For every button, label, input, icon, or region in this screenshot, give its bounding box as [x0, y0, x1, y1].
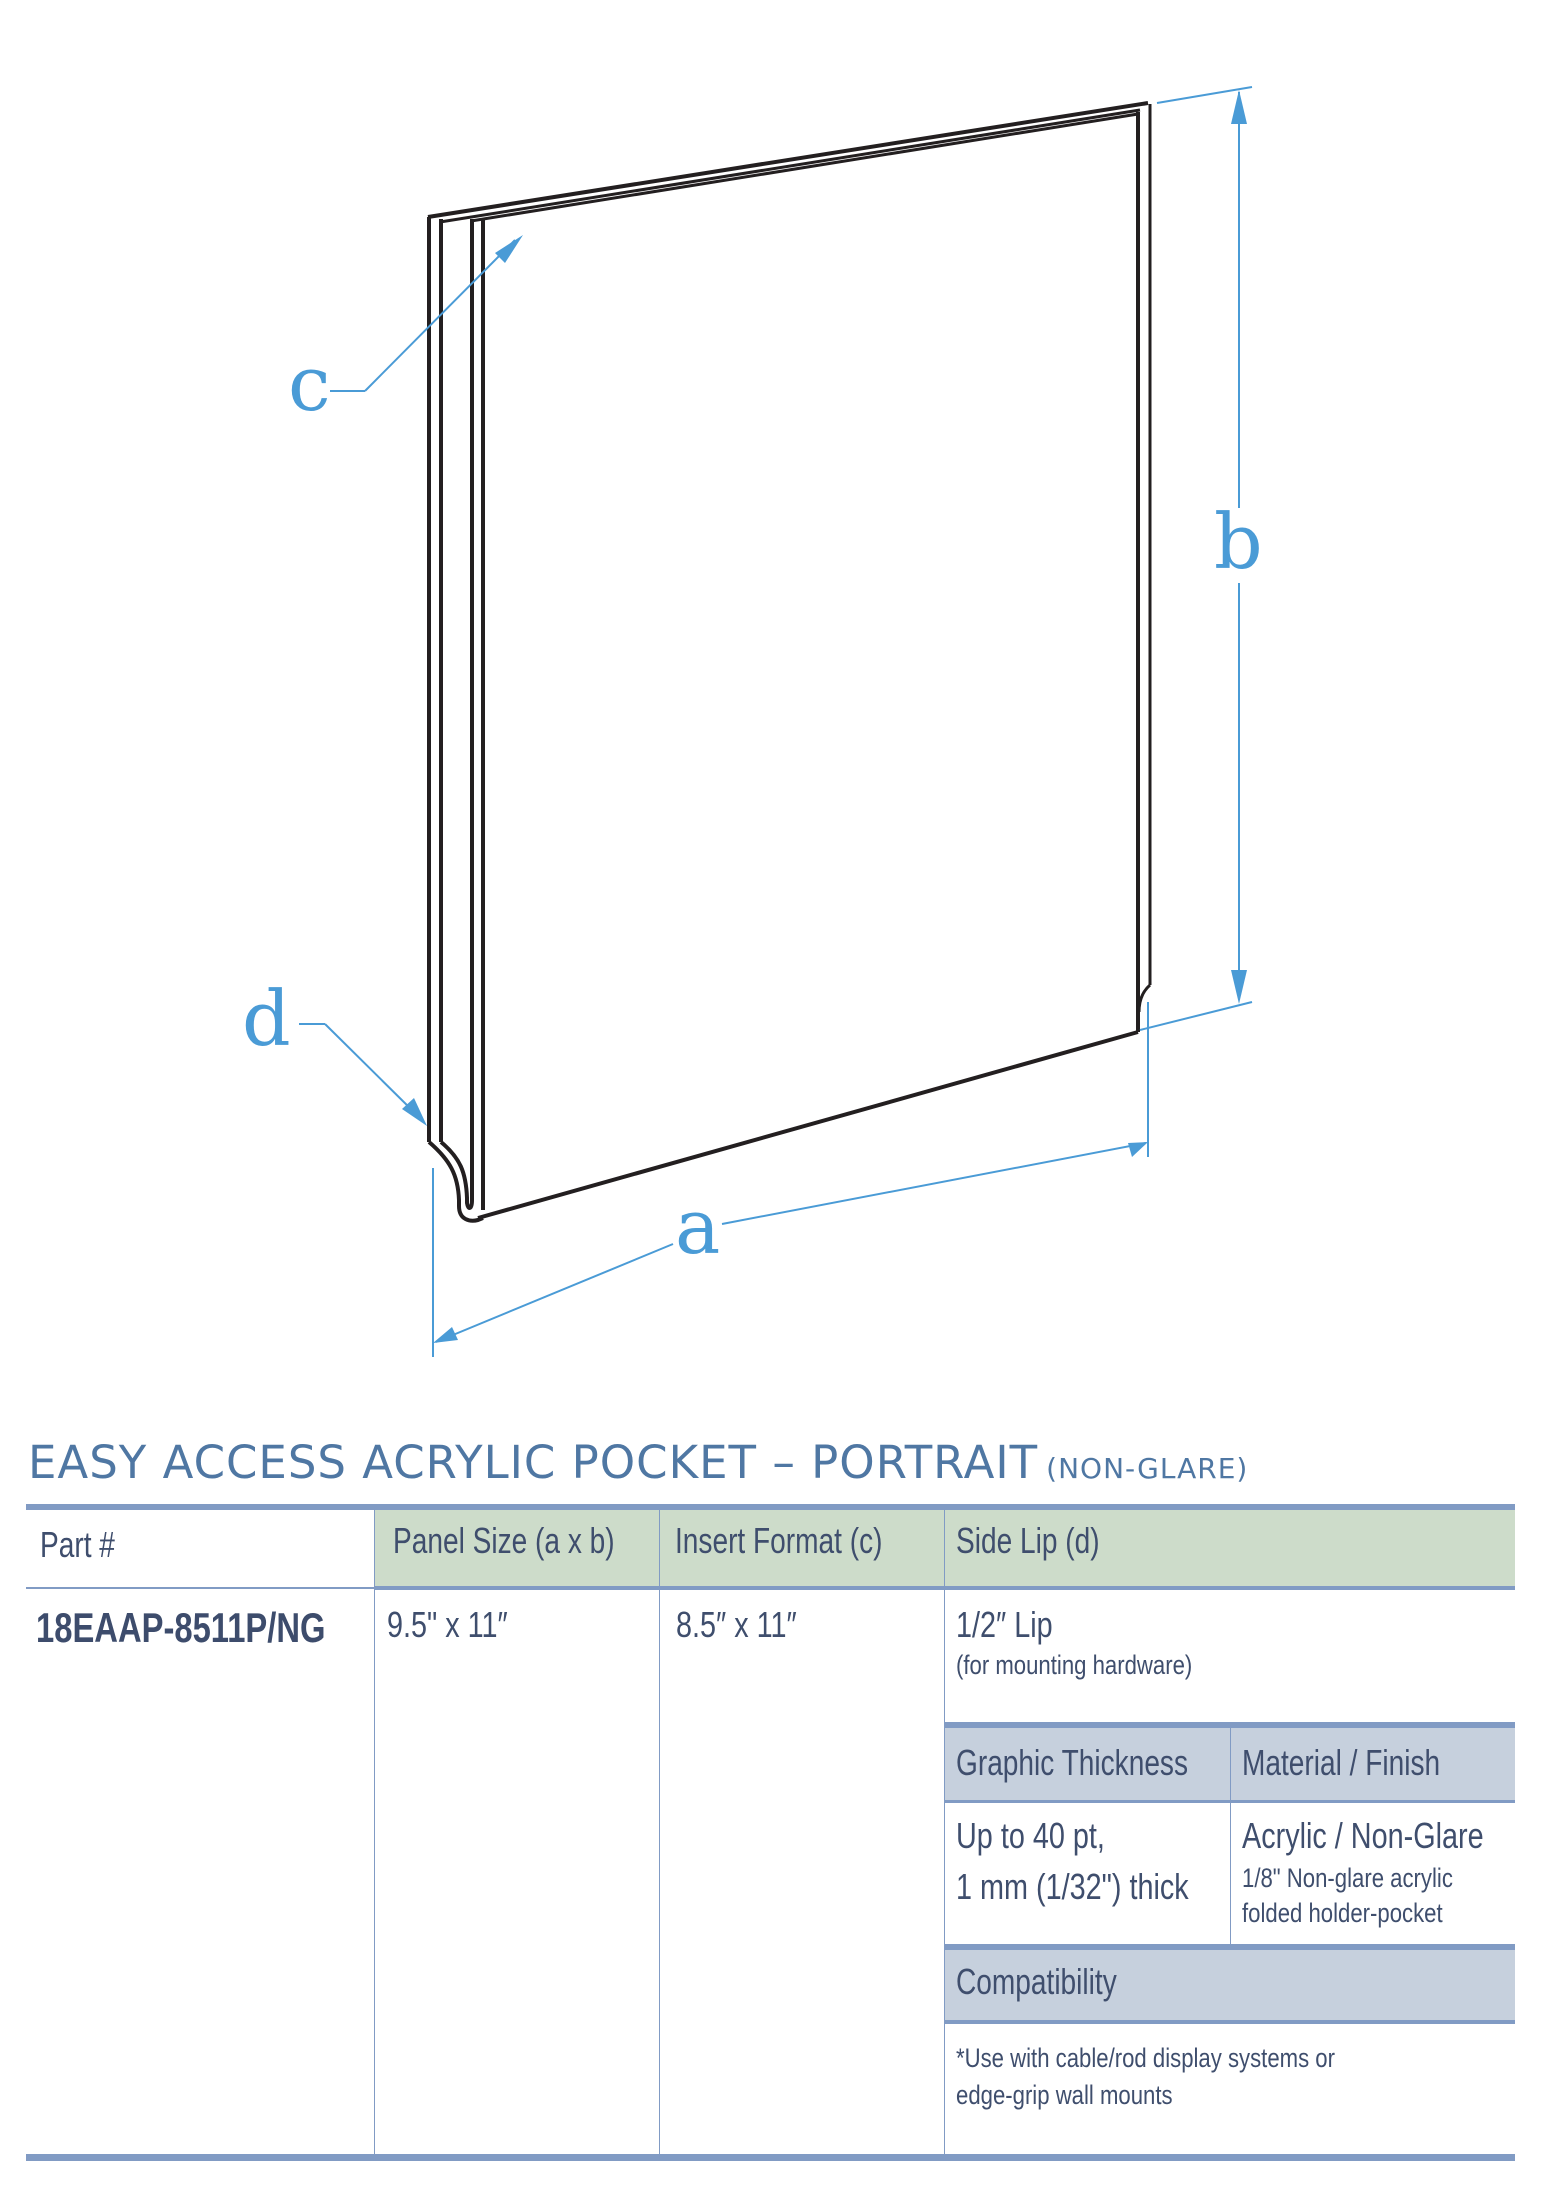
compatibility-header-band — [945, 1949, 1515, 2021]
compatibility-top-rule — [945, 1944, 1515, 1950]
header-compatibility: Compatibility — [956, 1961, 1117, 2002]
material-finish-value: Acrylic / Non-Glare — [1242, 1815, 1484, 1856]
product-title-main: EASY ACCESS ACRYLIC POCKET – PORTRAIT — [28, 1436, 1039, 1489]
dimension-label-d: d — [242, 974, 291, 1063]
part-number-value: 18EAAP-8511P/NG — [36, 1604, 326, 1651]
insert-format-value: 8.5″ x 11″ — [676, 1604, 797, 1645]
header-side-lip: Side Lip (d) — [956, 1520, 1100, 1561]
header-panel-size: Panel Size (a x b) — [393, 1520, 615, 1561]
acrylic-pocket-outline — [427, 101, 1152, 1223]
side-lip-note: (for mounting hardware) — [956, 1650, 1193, 1680]
dimension-lines — [299, 86, 1253, 1357]
product-diagram: a b c d — [242, 86, 1263, 1357]
dimension-label-c: c — [288, 339, 331, 428]
subtable-top-rule — [945, 1722, 1515, 1728]
subtable-divider — [1230, 1727, 1231, 1944]
material-note-line2: folded holder-pocket — [1242, 1898, 1443, 1928]
product-title-subtitle: (NON-GLARE) — [1046, 1452, 1249, 1485]
header-insert-format: Insert Format (c) — [675, 1520, 883, 1561]
product-title: EASY ACCESS ACRYLIC POCKET – PORTRAIT(NO… — [28, 1436, 1248, 1489]
panel-size-value: 9.5" x 11″ — [387, 1604, 508, 1645]
part-header-underline — [26, 1587, 374, 1589]
column-divider-1 — [374, 1509, 375, 2154]
table-bottom-rule — [26, 2154, 1515, 2161]
graphic-thickness-line1: Up to 40 pt, — [956, 1815, 1105, 1856]
graphic-thickness-line2: 1 mm (1/32") thick — [956, 1866, 1189, 1907]
side-lip-value: 1/2″ Lip — [956, 1604, 1053, 1645]
dimension-label-b: b — [1214, 497, 1263, 586]
dimension-arrowheads — [402, 90, 1247, 1343]
compatibility-header-bottom-rule — [945, 2020, 1515, 2024]
header-graphic-thickness: Graphic Thickness — [956, 1742, 1189, 1783]
header-material-finish: Material / Finish — [1242, 1742, 1441, 1783]
dimension-label-a: a — [675, 1182, 720, 1271]
column-divider-3 — [944, 1509, 945, 2154]
compatibility-line1: *Use with cable/rod display systems or — [956, 2043, 1335, 2073]
material-note-line1: 1/8" Non-glare acrylic — [1242, 1863, 1453, 1893]
column-divider-2 — [659, 1509, 660, 2154]
compatibility-line2: edge-grip wall mounts — [956, 2080, 1173, 2110]
table-top-rule — [26, 1504, 1515, 1510]
header-part-number: Part # — [40, 1524, 115, 1565]
